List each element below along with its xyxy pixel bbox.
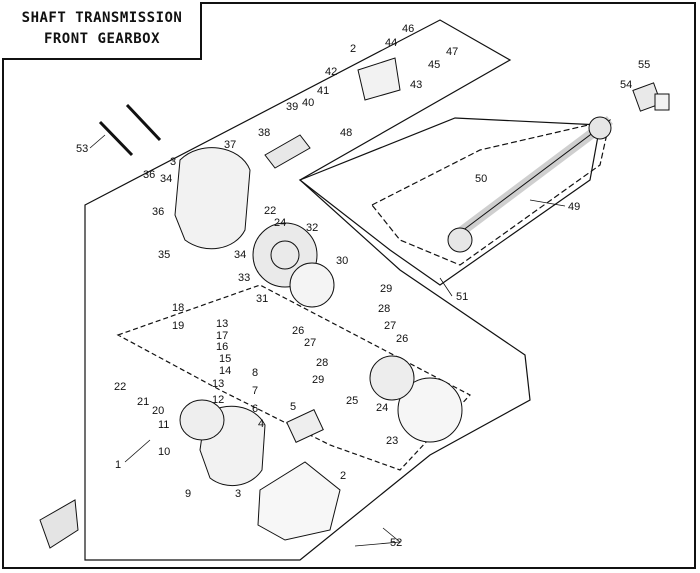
callout-3: 3 xyxy=(170,156,176,168)
callout-36: 36 xyxy=(143,169,155,181)
parts xyxy=(39,57,670,549)
callout-5: 5 xyxy=(290,401,296,413)
callout-38: 38 xyxy=(258,127,270,139)
callout-35: 35 xyxy=(158,249,170,261)
main-assembly-outline xyxy=(84,19,531,561)
callout-27: 27 xyxy=(384,320,396,332)
callout-17: 17 xyxy=(216,330,228,342)
callout-49: 49 xyxy=(568,201,580,213)
callout-13: 13 xyxy=(212,378,224,390)
callout-34: 34 xyxy=(160,173,172,185)
callout-50: 50 xyxy=(475,173,487,185)
callout-14: 14 xyxy=(219,365,231,377)
callout-22: 22 xyxy=(114,381,126,393)
callout-18: 18 xyxy=(172,302,184,314)
callout-33: 33 xyxy=(238,272,250,284)
callout-19: 19 xyxy=(172,320,184,332)
callout-41: 41 xyxy=(317,85,329,97)
callout-44: 44 xyxy=(385,37,397,49)
cover-plate xyxy=(257,461,341,541)
callout-27: 27 xyxy=(304,337,316,349)
callout-15: 15 xyxy=(219,353,231,365)
callout-9: 9 xyxy=(185,488,191,500)
brake-disc xyxy=(179,399,225,441)
callout-24: 24 xyxy=(274,217,286,229)
callout-54: 54 xyxy=(620,79,632,91)
output-plate xyxy=(397,377,463,443)
callout-29: 29 xyxy=(380,283,392,295)
title-line-2: FRONT GEARBOX xyxy=(43,31,161,47)
callout-46: 46 xyxy=(402,23,414,35)
title-line-1: SHAFT TRANSMISSION xyxy=(21,10,183,26)
end-cap xyxy=(654,93,670,111)
callout-53: 53 xyxy=(76,143,88,155)
leader-lines xyxy=(89,134,566,547)
callout-28: 28 xyxy=(316,357,328,369)
callout-29: 29 xyxy=(312,374,324,386)
callout-12: 12 xyxy=(212,394,224,406)
arrow-indicator-icon xyxy=(39,499,79,549)
callout-37: 37 xyxy=(224,139,236,151)
callout-20: 20 xyxy=(152,405,164,417)
callout-32: 32 xyxy=(306,222,318,234)
assembly-group-outlines xyxy=(84,19,611,561)
callout-21: 21 xyxy=(137,396,149,408)
callout-8: 8 xyxy=(252,367,258,379)
propeller-shaft-edge xyxy=(449,119,611,241)
callout-45: 45 xyxy=(428,59,440,71)
callout-25: 25 xyxy=(346,395,358,407)
callout-11: 11 xyxy=(158,419,169,431)
callout-36: 36 xyxy=(152,206,164,218)
gearbox-housing-front xyxy=(174,147,251,250)
callout-26: 26 xyxy=(292,325,304,337)
callout-16: 16 xyxy=(216,341,228,353)
shaft-assembly-inner xyxy=(371,119,611,266)
pinion-gear xyxy=(264,134,311,169)
title-box: SHAFT TRANSMISSION FRONT GEARBOX xyxy=(2,2,202,60)
yoke-rear xyxy=(588,116,612,140)
callout-13: 13 xyxy=(216,318,228,330)
callout-2: 2 xyxy=(340,470,346,482)
callout-51: 51 xyxy=(456,291,468,303)
callout-55: 55 xyxy=(638,59,650,71)
callout-2: 2 xyxy=(350,43,356,55)
differential-subassembly-outline xyxy=(116,284,471,471)
callout-1: 1 xyxy=(115,459,121,471)
coupler xyxy=(632,82,662,112)
callout-52: 52 xyxy=(390,537,402,549)
callout-10: 10 xyxy=(158,446,170,458)
callout-4: 4 xyxy=(258,418,264,430)
callout-26: 26 xyxy=(396,333,408,345)
top-bracket xyxy=(357,57,401,101)
callout-31: 31 xyxy=(256,293,268,305)
shaft-assembly-outline xyxy=(298,117,601,286)
callout-22: 22 xyxy=(264,205,276,217)
callout-34: 34 xyxy=(234,249,246,261)
callout-23: 23 xyxy=(386,435,398,447)
callout-42: 42 xyxy=(325,66,337,78)
callout-6: 6 xyxy=(252,403,258,415)
actuator-motor xyxy=(286,409,324,443)
callout-47: 47 xyxy=(446,46,458,58)
long-bolt-2 xyxy=(125,103,162,142)
callout-40: 40 xyxy=(302,97,314,109)
callout-39: 39 xyxy=(286,101,298,113)
yoke-front xyxy=(447,227,473,253)
callout-43: 43 xyxy=(410,79,422,91)
callout-3: 3 xyxy=(235,488,241,500)
callout-28: 28 xyxy=(378,303,390,315)
flange xyxy=(289,262,335,308)
callout-30: 30 xyxy=(336,255,348,267)
long-bolt-1 xyxy=(98,120,134,157)
callout-48: 48 xyxy=(340,127,352,139)
callout-7: 7 xyxy=(252,385,258,397)
callout-24: 24 xyxy=(376,402,388,414)
differential-case xyxy=(369,355,415,401)
callout-labels: 1 2 2 3 3 4 5 6 7 8 9 10 11 12 13 13 14 … xyxy=(76,23,650,549)
ring-gear-hub xyxy=(270,240,300,270)
